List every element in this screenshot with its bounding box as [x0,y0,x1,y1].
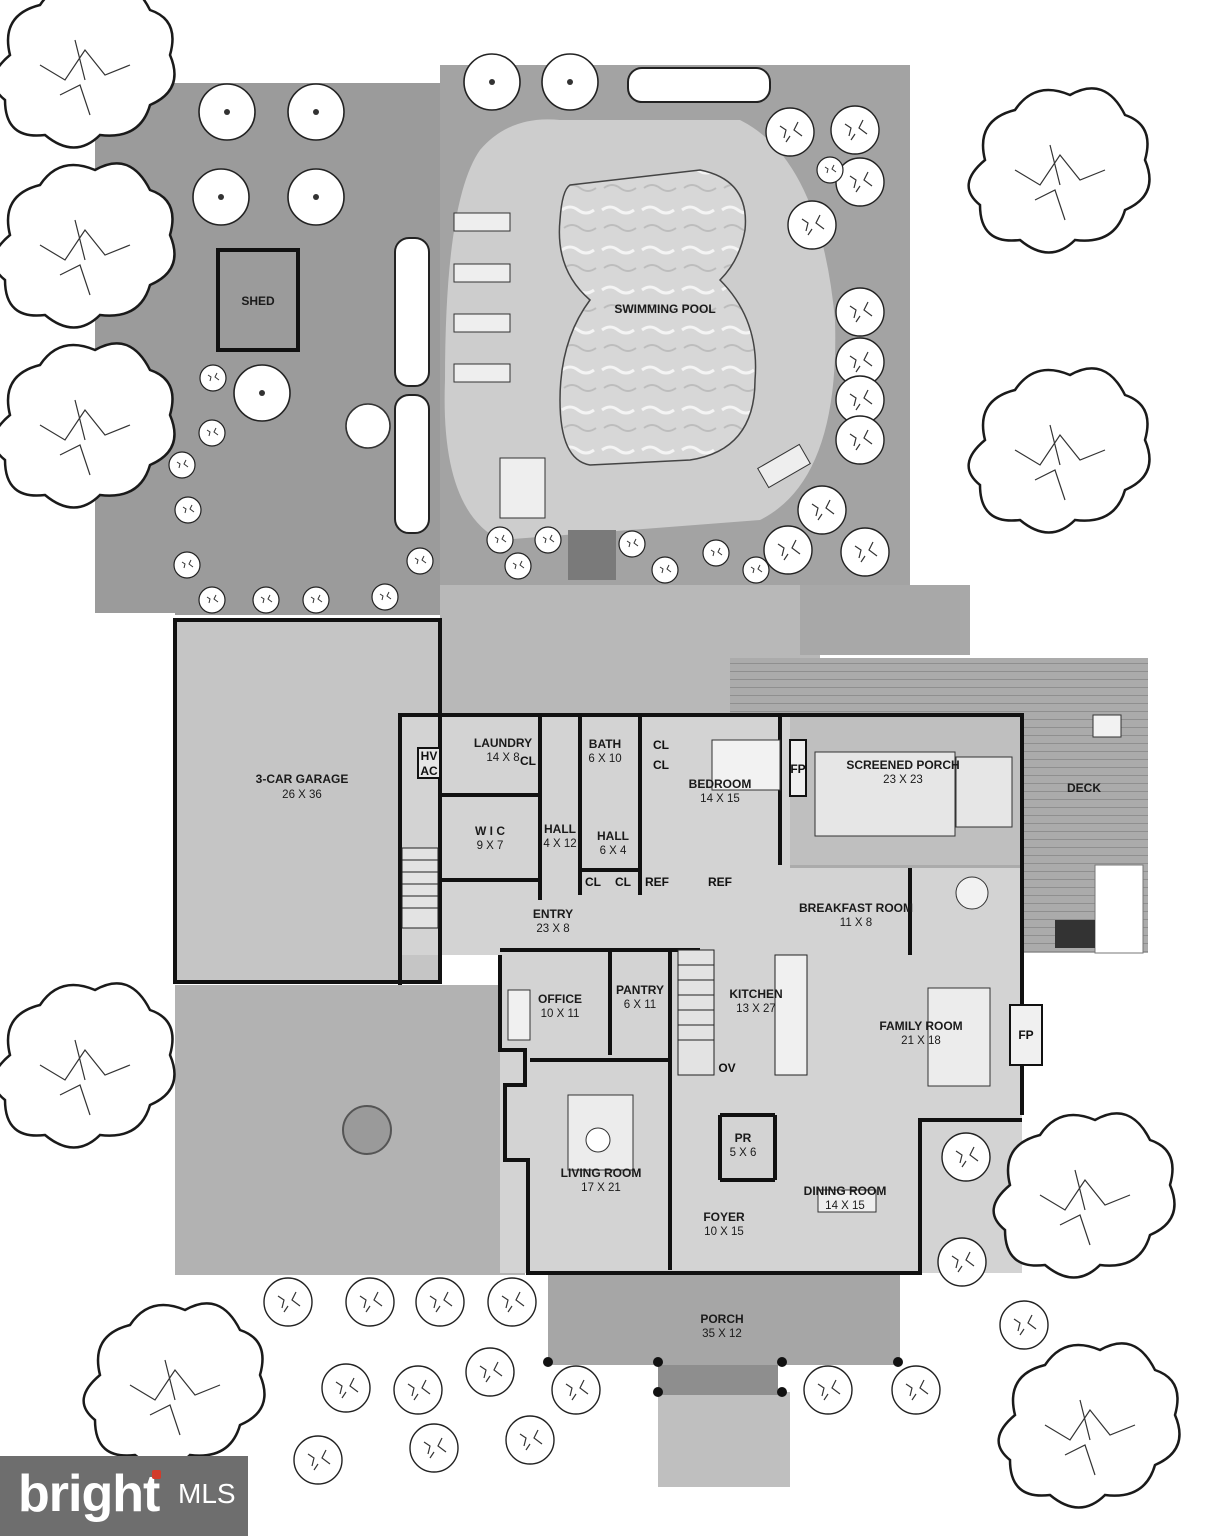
garage-dim: 26 X 36 [282,789,322,801]
office-name: OFFICE [538,992,582,1006]
cl-laundry: CL [520,754,536,768]
living-name: LIVING ROOM [561,1166,642,1180]
bright-mls-logo [0,1456,248,1536]
logo-mls: MLS [178,1478,236,1509]
living-ottoman [585,1127,611,1153]
laundry-dim: 14 X 8 [486,752,519,764]
dining-name: DINING ROOM [804,1184,887,1198]
room-labels: SHED SWIMMING POOL 3-CAR GARAGE 26 X 36 … [241,294,1101,1340]
ov-label: OV [718,1061,735,1075]
bath-name: BATH [589,737,621,751]
ref-label-2: REF [708,875,732,889]
porch-name: PORCH [700,1312,743,1326]
ac-label: AC [420,764,438,778]
porch-floor [548,1273,900,1365]
foyer-name: FOYER [703,1210,745,1224]
deck-dining-table [1092,714,1122,738]
pr-name: PR [735,1131,752,1145]
kitchen-island [774,954,808,1076]
kitchen-name: KITCHEN [729,987,782,1001]
pantry-dim: 6 X 11 [624,999,656,1011]
logo-word: bright [18,1465,160,1523]
shed-name: SHED [241,294,275,308]
fixture-labels: HV AC CL CL CL CL CL FP FP REF REF OV [417,738,1043,1075]
kitchen-dim: 13 X 27 [736,1003,776,1015]
entry-name: ENTRY [533,907,573,921]
hall-a-name: HALL [544,822,576,836]
breakfast-name: BREAKFAST ROOM [799,901,913,915]
logo-accent-dot [152,1470,161,1479]
ref-label-1: REF [645,875,669,889]
patio-table [955,876,989,910]
swimming-pool-water [558,169,757,466]
wic-dim: 9 X 7 [477,840,504,852]
garage-floor [175,620,440,982]
wic-name: W I C [475,824,505,838]
steps-landing [658,1365,778,1395]
fp-family: FP [1018,1028,1033,1042]
grill [1055,920,1095,948]
dining-dim: 14 X 15 [825,1200,865,1212]
main-stairs [677,949,715,1076]
hall-b-name: HALL [597,829,629,843]
hall-a-dim: 4 X 12 [543,838,576,850]
screened-porch-dim: 23 X 23 [883,774,923,786]
family-sofa-area [927,987,991,1087]
bedroom-name: BEDROOM [689,777,752,791]
pool-name: SWIMMING POOL [614,302,715,316]
fire-pit [342,1105,392,1155]
bedroom-dim: 14 X 15 [700,793,740,805]
deck-name: DECK [1067,781,1101,795]
grill-pad [1094,864,1144,954]
breakfast-dim: 11 X 8 [840,917,872,929]
entry-dim: 23 X 8 [536,923,569,935]
screened-porch-seating [814,751,956,837]
laundry-name: LAUNDRY [474,736,532,750]
fp-bedroom: FP [790,762,805,776]
pantry-name: PANTRY [616,983,664,997]
front-steps [658,1392,790,1487]
garage-stairs [401,847,439,929]
screened-porch-name: SCREENED PORCH [846,758,959,772]
hv-label: HV [421,749,438,763]
cl-bedroom-2: CL [653,758,669,772]
porch-posts [543,1357,903,1397]
garage-name: 3-CAR GARAGE [256,772,349,786]
foyer-dim: 10 X 15 [704,1226,744,1238]
family-dim: 21 X 18 [901,1035,941,1047]
cl-bedroom-1: CL [653,738,669,752]
exterior-walls [173,248,1024,1275]
patio [800,585,970,655]
cl-hall-2: CL [615,875,631,889]
hall-b-dim: 6 X 4 [600,845,627,857]
office-dim: 10 X 11 [541,1008,580,1020]
bed [711,739,781,791]
pr-dim: 5 X 6 [730,1147,757,1159]
office-desk [507,989,531,1041]
cl-hall-1: CL [585,875,601,889]
family-name: FAMILY ROOM [879,1019,962,1033]
lounge-chairs [345,67,811,580]
living-dim: 17 X 21 [581,1182,621,1194]
dining-table [817,1189,877,1213]
screened-porch-rug [955,756,1013,828]
porch-dim: 35 X 12 [702,1328,742,1340]
bath-dim: 6 X 10 [588,753,621,765]
